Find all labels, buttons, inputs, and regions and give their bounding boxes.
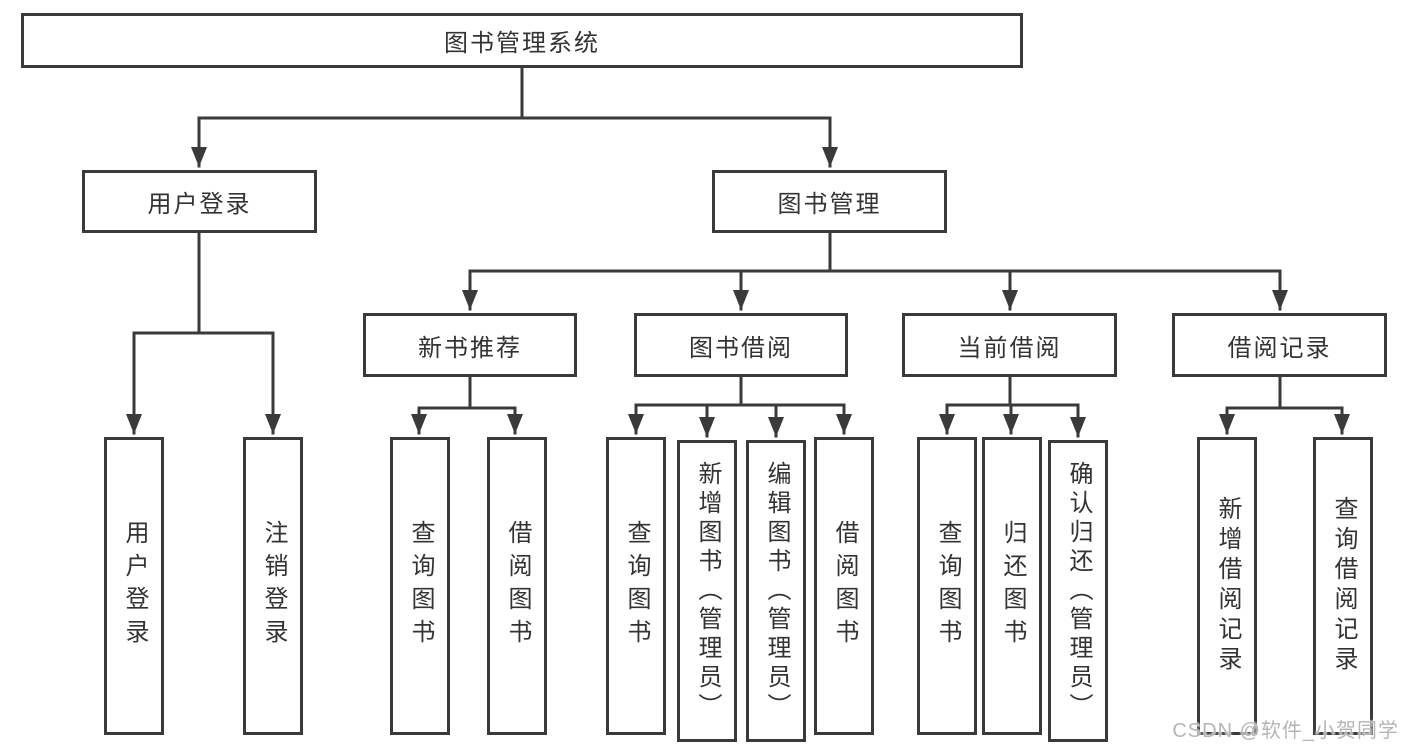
leaf-add-borrow-record: 新增借阅记录: [1197, 437, 1257, 735]
node-root-library-system: 图书管理系统: [21, 13, 1023, 68]
csdn-watermark: CSDN @软件_小贺同学: [1172, 720, 1399, 742]
leaf-query-borrow-record: 查询借阅记录: [1313, 437, 1373, 735]
node-book-management: 图书管理: [712, 170, 947, 233]
leaf-logout: 注销登录: [243, 437, 303, 735]
node-current-borrow: 当前借阅: [902, 313, 1117, 377]
leaf-confirm-return-admin: 确认归还（管理员）: [1048, 440, 1108, 742]
leaf-query-books-recommend: 查询图书: [390, 437, 450, 735]
leaf-borrow-books-recommend: 借阅图书: [487, 437, 547, 735]
leaf-query-books-current: 查询图书: [917, 437, 977, 735]
leaf-query-books-borrow: 查询图书: [606, 437, 666, 735]
node-book-borrow: 图书借阅: [634, 313, 848, 377]
node-borrow-records: 借阅记录: [1172, 313, 1387, 377]
leaf-edit-books-admin: 编辑图书（管理员）: [746, 440, 806, 742]
leaf-user-login: 用户登录: [104, 437, 164, 735]
leaf-return-books: 归还图书: [982, 437, 1042, 735]
node-new-book-recommend: 新书推荐: [363, 313, 577, 377]
leaf-borrow-books: 借阅图书: [814, 437, 874, 735]
leaf-add-books-admin: 新增图书（管理员）: [677, 440, 737, 742]
node-user-login: 用户登录: [82, 170, 317, 233]
